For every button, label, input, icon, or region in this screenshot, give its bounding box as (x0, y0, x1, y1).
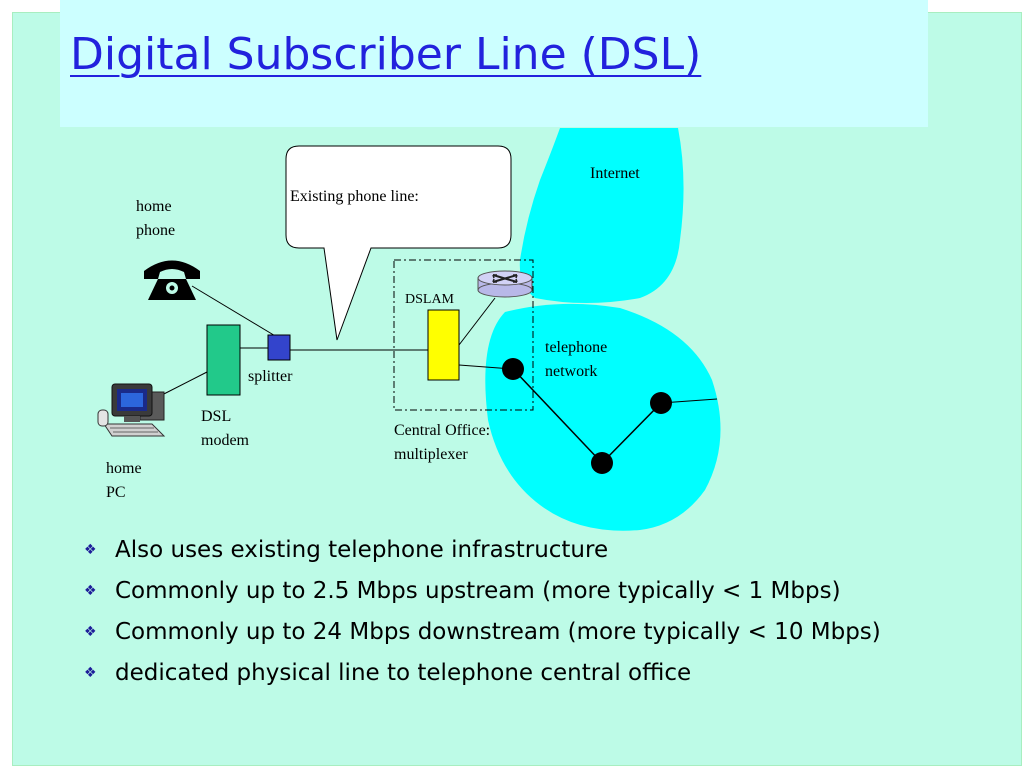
title-band (60, 0, 928, 127)
splitter-device (267, 334, 291, 361)
central-office-label-line-2: multiplexer (394, 446, 468, 463)
slide-title: Digital Subscriber Line (DSL) (70, 29, 702, 80)
diamond-bullet-icon: ❖ (84, 542, 97, 558)
home-phone-label: home phone (136, 195, 175, 243)
callout-bubble (285, 145, 512, 341)
home-phone-label-line-2: phone (136, 222, 176, 239)
diamond-bullet-icon: ❖ (84, 665, 97, 681)
home-pc-label-line-2: PC (106, 484, 126, 501)
home-pc-label-line-1: home (106, 460, 142, 477)
dsl-modem-label: DSL modem (201, 405, 249, 453)
telephone-network-label-line-1: telephone (545, 339, 608, 356)
telephone-network-cloud (485, 303, 721, 531)
bullet-item: ❖ Commonly up to 2.5 Mbps upstream (more … (84, 571, 881, 612)
dslam-to-router-line (458, 297, 496, 346)
bullet-item: ❖ dedicated physical line to telephone ce… (84, 653, 881, 694)
telephone-icon (144, 260, 200, 300)
computer-icon (97, 383, 166, 437)
internet-cloud (519, 128, 684, 303)
internet-label: Internet (590, 165, 640, 182)
network-node (502, 358, 524, 380)
bullet-text: dedicated physical line to telephone cen… (115, 660, 692, 686)
dslam-device (427, 309, 460, 381)
bullet-text: Commonly up to 2.5 Mbps upstream (more t… (115, 578, 841, 604)
network-node (591, 452, 613, 474)
network-node (650, 392, 672, 414)
bullet-item: ❖ Also uses existing telephone infrastruc… (84, 530, 881, 571)
dslam-label: DSLAM (405, 292, 455, 307)
splitter-label: splitter (248, 368, 293, 385)
diamond-bullet-icon: ❖ (84, 583, 97, 599)
callout-text: Existing phone line: (290, 188, 419, 205)
bullet-list: ❖ Also uses existing telephone infrastruc… (84, 530, 881, 694)
pc-to-modem-line (157, 371, 208, 398)
phone-to-splitter-line (191, 285, 278, 338)
router-icon (477, 270, 533, 298)
home-phone-label-line-1: home (136, 198, 172, 215)
dsl-modem-label-line-2: modem (201, 432, 249, 449)
bullet-item: ❖ Commonly up to 24 Mbps downstream (more… (84, 612, 881, 653)
dsl-modem-label-line-1: DSL (201, 408, 232, 425)
network-link-1 (512, 368, 603, 464)
diamond-bullet-icon: ❖ (84, 624, 97, 640)
bullet-text: Commonly up to 24 Mbps downstream (more … (115, 619, 881, 645)
central-office-label: Central Office: multiplexer (394, 419, 490, 467)
telephone-network-label-line-2: network (545, 363, 598, 380)
dsl-modem-device (206, 324, 241, 396)
telephone-network-label: telephone network (545, 336, 607, 384)
home-pc-label: home PC (106, 457, 142, 505)
central-office-box (393, 259, 534, 411)
central-office-label-line-1: Central Office: (394, 422, 491, 439)
network-link-2 (601, 402, 662, 464)
bullet-text: Also uses existing telephone infrastruct… (115, 537, 609, 563)
